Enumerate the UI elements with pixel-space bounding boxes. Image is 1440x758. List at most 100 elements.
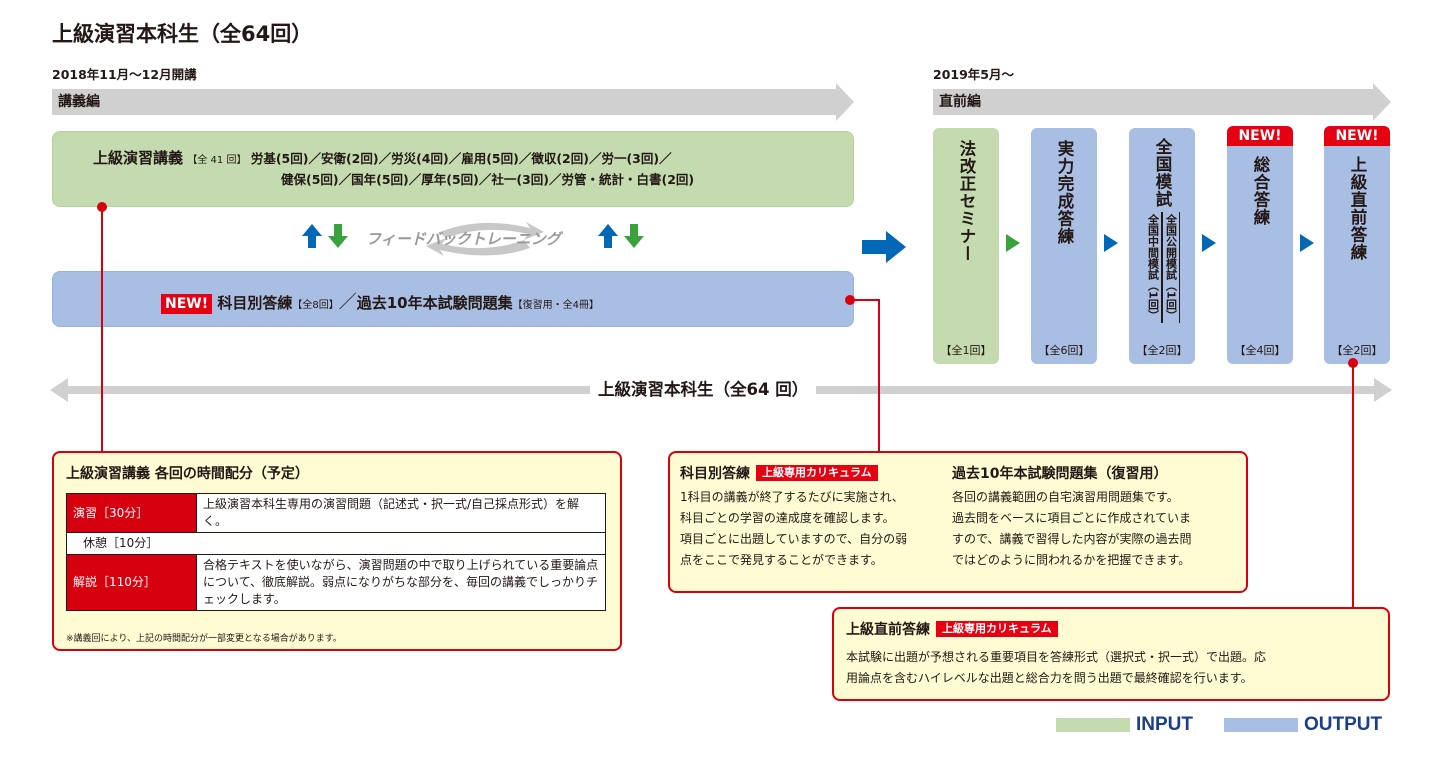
output-name2: 過去10年本試験問題集: [356, 294, 513, 312]
page-title: 上級演習本科生（全64回）: [52, 22, 313, 46]
lecture-subjects-2: 健保(5回)／国年(5回)／厚年(5回)／社一(3回)／労管・統計・白書(2回): [281, 172, 695, 187]
lecture-count: 【全 41 回】: [187, 155, 247, 166]
output-note-body1: 1科目の講義が終了するたびに実施され、 科目ごとの学習の達成度を確認します。 項…: [680, 487, 950, 571]
output-sep: ／: [338, 292, 357, 313]
lecture-name: 上級演習講義: [93, 149, 184, 167]
table-cell-label: 演習［30分］: [66, 493, 197, 533]
column-sub2: 全国中間模試（1回）: [1146, 212, 1162, 323]
curriculum-tag: 上級専用カリキュラム: [756, 465, 878, 481]
legend-input-label: INPUT: [1136, 714, 1193, 735]
lecture-note-title: 上級演習講義 各回の時間配分（予定）: [66, 466, 309, 482]
down-arrow-icon: [624, 224, 644, 248]
connector-line: [852, 299, 880, 301]
column-count: 【全2回】: [1136, 344, 1188, 357]
up-arrow-icon: [598, 224, 618, 248]
body-line: すので、講義で習得した内容が実際の過去問: [952, 532, 1192, 546]
play-arrow-icon: [1300, 234, 1314, 252]
output-line: NEW! 科目別答練【全8回】／過去10年本試験問題集【復習用・全4冊】: [161, 288, 599, 314]
curriculum-tag: 上級専用カリキュラム: [936, 621, 1058, 637]
output-note-right: 過去10年本試験問題集（復習用） 各回の講義範囲の自宅演習用問題集です。 過去問…: [952, 463, 1242, 571]
new-badge: NEW!: [1324, 126, 1390, 146]
column-final: NEW! 上級直前答練 【全2回】: [1324, 126, 1390, 364]
legend-output-label: OUTPUT: [1304, 714, 1383, 735]
final-note-title: 上級直前答練上級専用カリキュラム: [846, 619, 1058, 639]
column-count: 【全1回】: [940, 344, 992, 357]
output-note-left: 科目別答練上級専用カリキュラム 1科目の講義が終了するたびに実施され、 科目ごと…: [680, 463, 950, 571]
column-law-seminar: 法改正セミナー 【全1回】: [933, 128, 999, 364]
connector-dot: [845, 295, 855, 305]
body-line: 過去問をベースに項目ごとに作成されていま: [952, 511, 1192, 525]
legend-input-swatch: [1056, 718, 1130, 732]
body-line: ではどのように問われるかを把握できます。: [952, 553, 1191, 567]
output-note-title2: 過去10年本試験問題集（復習用）: [952, 466, 1168, 482]
connector-dot: [1348, 358, 1358, 368]
title-text: 上級直前答練: [846, 622, 930, 638]
column-name: 総合答練: [1251, 156, 1270, 226]
period-left: 2018年11月〜12月開講: [52, 67, 197, 82]
table-row: 演習［30分］ 上級演習本科生専用の演習問題（記述式・択一式/自己採点形式）を解…: [66, 493, 606, 533]
new-badge: NEW!: [1227, 126, 1293, 146]
lecture-box: 上級演習講義 【全 41 回】 労基(5回)／安衛(2回)／労災(4回)／雇用(…: [52, 131, 854, 207]
body-line: 科目ごとの学習の達成度を確認します。: [680, 511, 895, 525]
column-ability: 実力完成答練 【全6回】: [1031, 128, 1097, 364]
output-count2: 【復習用・全4冊】: [512, 300, 599, 311]
body-line: 点をここで発見することができます。: [680, 553, 883, 567]
down-arrow-icon: [328, 224, 348, 248]
column-name: 法改正セミナー: [957, 140, 976, 263]
final-note-box: 上級直前答練上級専用カリキュラム 本試験に出題が予想される重要項目を答練形式（選…: [832, 607, 1390, 701]
footnote: ※講義回により、上記の時間配分が一部変更となる場合があります。: [66, 634, 342, 644]
legend-output-swatch: [1224, 718, 1298, 732]
table-cell-label: 解説［110分］: [66, 554, 197, 611]
table-cell-label: 休憩［10分］: [66, 532, 606, 555]
title-text: 科目別答練: [680, 466, 750, 482]
final-note-body: 本試験に出題が予想される重要項目を答練形式（選択式・択一式）で出題。応 用論点を…: [846, 647, 1266, 689]
column-subs: 全国公開模試（1回） 全国中間模試（1回）: [1145, 208, 1180, 323]
column-name: 実力完成答練: [1055, 140, 1074, 245]
column-name: 上級直前答練: [1348, 156, 1367, 261]
column-count: 【全2回】: [1331, 344, 1383, 357]
new-badge: NEW!: [161, 294, 213, 314]
band-final-arrow-icon: [1373, 83, 1391, 121]
output-box: NEW! 科目別答練【全8回】／過去10年本試験問題集【復習用・全4冊】: [52, 271, 854, 327]
band-lecture-label: 講義編: [58, 94, 100, 110]
column-sub1: 全国公開模試（1回）: [1161, 212, 1180, 323]
cycle-icon: [426, 222, 544, 256]
connector-line: [878, 299, 880, 453]
column-general: NEW! 総合答練 【全4回】: [1227, 126, 1293, 364]
table-row: 解説［110分］ 合格テキストを使いながら、演習問題の中で取り上げられている重要…: [66, 554, 606, 611]
body-line: 用論点を含むハイレベルな出題と総合力を問う出題で最終確認を行います。: [846, 671, 1253, 685]
band-final: 直前編: [933, 89, 1373, 115]
play-arrow-icon: [1006, 234, 1020, 252]
output-count1: 【全8回】: [292, 300, 339, 311]
lecture-subjects-1: 労基(5回)／安衛(2回)／労災(4回)／雇用(5回)／徴収(2回)／労一(3回…: [250, 151, 672, 166]
band-final-label: 直前編: [939, 94, 981, 110]
table-row: 休憩［10分］: [66, 532, 606, 555]
play-arrow-icon: [1202, 234, 1216, 252]
connector-line: [1352, 364, 1354, 608]
time-table: 演習［30分］ 上級演習本科生専用の演習問題（記述式・択一式/自己採点形式）を解…: [66, 493, 606, 611]
body-line: 項目ごとに出題していますので、自分の弱: [680, 532, 908, 546]
feedback-graphic: [302, 222, 644, 256]
big-right-arrow-icon: [862, 231, 906, 263]
connector-line: [101, 207, 103, 453]
play-arrow-icon: [1104, 234, 1118, 252]
lecture-note-box: 上級演習講義 各回の時間配分（予定） 演習［30分］ 上級演習本科生専用の演習問…: [52, 451, 622, 651]
period-right: 2019年5月〜: [933, 67, 1014, 82]
band-lecture: 講義編: [52, 89, 836, 115]
column-count: 【全6回】: [1038, 344, 1090, 357]
band-lecture-arrow-icon: [836, 83, 854, 121]
output-note-body2: 各回の講義範囲の自宅演習用問題集です。 過去問をベースに項目ごとに作成されていま…: [952, 487, 1242, 571]
output-note-title1: 科目別答練上級専用カリキュラム: [680, 463, 950, 483]
feedback-label: フィードバックトレーニング: [366, 230, 561, 248]
body-line: 本試験に出題が予想される重要項目を答練形式（選択式・択一式）で出題。応: [846, 650, 1267, 664]
column-count: 【全4回】: [1234, 344, 1286, 357]
output-note-box: 科目別答練上級専用カリキュラム 1科目の講義が終了するたびに実施され、 科目ごと…: [668, 451, 1248, 593]
column-name: 全国模試: [1153, 138, 1172, 208]
up-arrow-icon: [302, 224, 322, 248]
output-name1: 科目別答練: [217, 294, 293, 312]
table-cell-content: 上級演習本科生専用の演習問題（記述式・択一式/自己採点形式）を解く。: [196, 493, 606, 533]
body-line: 1科目の講義が終了するたびに実施され、: [680, 490, 904, 504]
lecture-line1: 上級演習講義 【全 41 回】 労基(5回)／安衛(2回)／労災(4回)／雇用(…: [93, 148, 672, 171]
total-label: 上級演習本科生（全64 回）: [590, 378, 817, 402]
table-cell-content: 合格テキストを使いながら、演習問題の中で取り上げられている重要論点について、徹底…: [196, 554, 606, 611]
